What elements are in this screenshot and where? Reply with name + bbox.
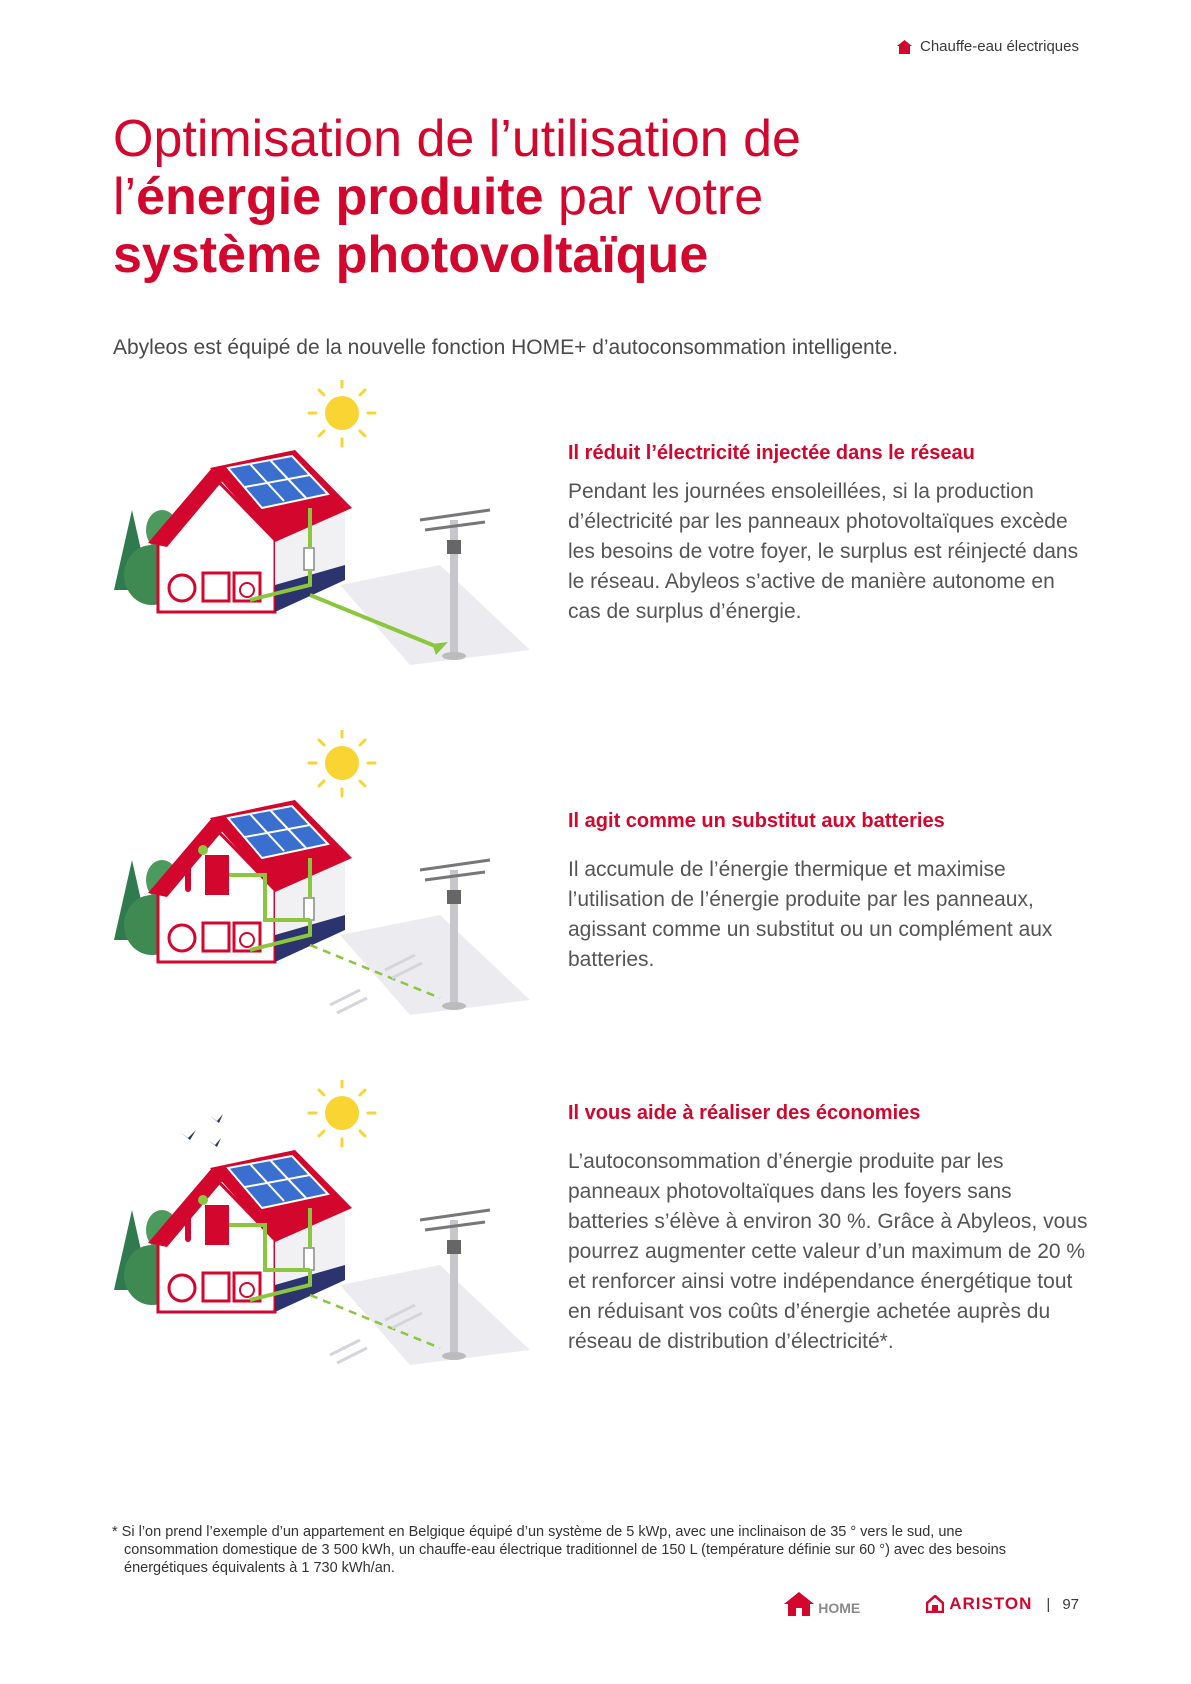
meter-icon bbox=[303, 897, 315, 921]
energy-flow bbox=[229, 1208, 312, 1302]
home-icon bbox=[784, 1592, 815, 1616]
benefit-text-1: Il réduit l’électricité injectée dans le… bbox=[568, 442, 1088, 627]
bidirectional-arrows bbox=[329, 1303, 423, 1365]
appliances-icon bbox=[167, 571, 262, 603]
benefit-heading: Il réduit l’électricité injectée dans le… bbox=[568, 442, 975, 464]
intro-text: Abyleos est équipé de la nouvelle foncti… bbox=[113, 336, 899, 359]
sun-icon bbox=[307, 380, 377, 448]
utility-pole-icon bbox=[419, 858, 491, 1010]
utility-pole-icon bbox=[419, 508, 491, 660]
solar-panel-icon bbox=[226, 454, 330, 510]
solar-panel-icon bbox=[226, 804, 330, 860]
benefit-body: Pendant les journées ensoleillées, si la… bbox=[568, 480, 1079, 623]
utility-pole-icon bbox=[419, 1208, 491, 1360]
water-heater-icon bbox=[205, 1205, 229, 1245]
home-link[interactable]: HOME bbox=[784, 1592, 860, 1616]
page-title: Optimisation de l’utilisation de l’énerg… bbox=[113, 110, 801, 284]
appliances-icon bbox=[167, 921, 262, 953]
pv-house-illustration-2 bbox=[114, 730, 530, 1015]
benefit-heading: Il agit comme un substitut aux batteries bbox=[568, 810, 945, 832]
benefit-heading: Il vous aide à réaliser des économies bbox=[568, 1102, 921, 1124]
benefit-text-2: Il agit comme un substitut aux batteries… bbox=[568, 810, 1088, 975]
pv-house-illustration-1 bbox=[114, 380, 530, 665]
section-tag: Chauffe-eau électriques bbox=[897, 38, 1079, 55]
brand-name: ARISTON bbox=[949, 1594, 1033, 1613]
meter-icon bbox=[303, 547, 315, 571]
energy-flow-arrow bbox=[249, 508, 441, 650]
ariston-logo-icon bbox=[926, 1595, 945, 1613]
brand-logo: ARISTON bbox=[926, 1594, 1032, 1614]
footer-separator: | bbox=[1046, 1595, 1051, 1613]
footnote: * Si l’on prend l’exemple d’un apparteme… bbox=[112, 1524, 1006, 1576]
sun-icon bbox=[307, 1080, 377, 1148]
thermometer-icon bbox=[185, 1208, 191, 1242]
thermometer-icon bbox=[185, 858, 191, 892]
reduced-flow-arrow bbox=[309, 1293, 441, 1350]
bidirectional-arrows bbox=[329, 953, 423, 1015]
home-label: HOME bbox=[818, 1600, 861, 1616]
meter-icon bbox=[303, 1247, 315, 1271]
birds-icon bbox=[180, 1114, 223, 1147]
section-label: Chauffe-eau électriques bbox=[920, 38, 1079, 55]
house-icon bbox=[897, 39, 912, 54]
sun-icon bbox=[307, 730, 377, 798]
page-number: 97 bbox=[1062, 1595, 1079, 1613]
appliances-icon bbox=[167, 1271, 262, 1303]
pv-house-illustration-3 bbox=[114, 1080, 530, 1365]
water-heater-icon bbox=[205, 855, 229, 895]
solar-panel-icon bbox=[226, 1154, 330, 1210]
reduced-flow-arrow bbox=[309, 943, 441, 1000]
benefit-text-3: Il vous aide à réaliser des économies L’… bbox=[568, 1102, 1088, 1357]
benefit-body: L’autoconsommation d’énergie produite pa… bbox=[568, 1150, 1088, 1353]
energy-flow bbox=[229, 858, 312, 952]
benefit-body: Il accumule de l’énergie thermique et ma… bbox=[568, 858, 1053, 971]
page-footer: HOME ARISTON | 97 bbox=[784, 1592, 1079, 1616]
